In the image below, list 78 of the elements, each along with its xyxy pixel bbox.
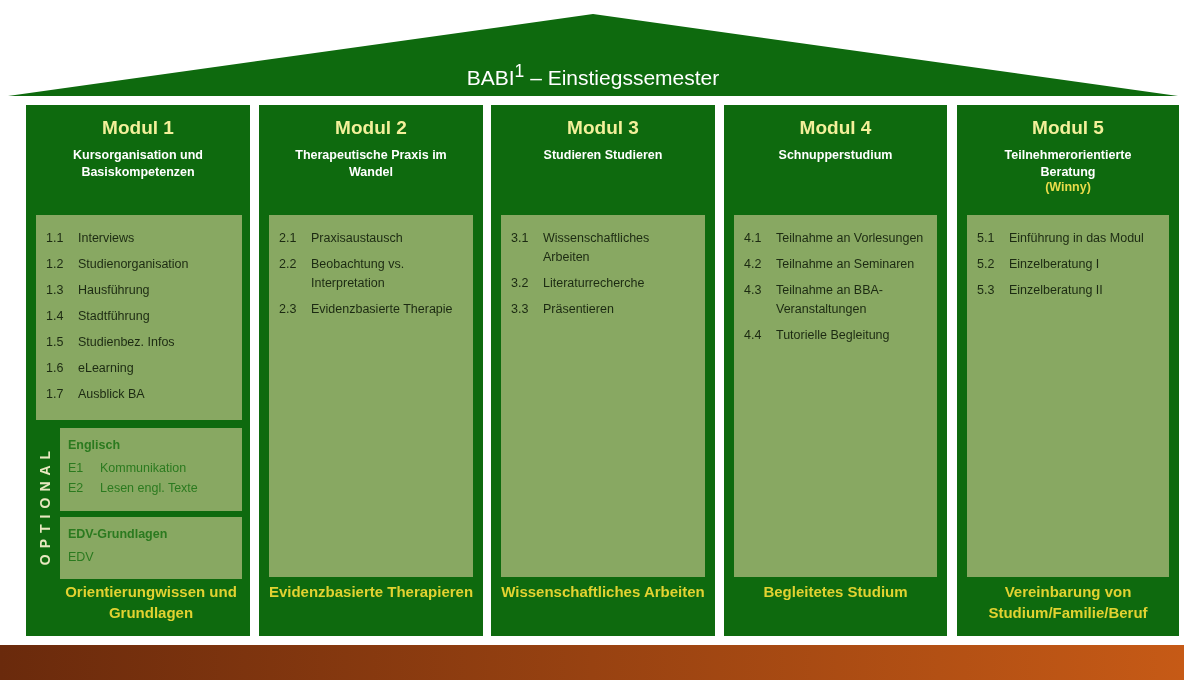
item-text: Evidenzbasierte Therapie	[311, 301, 453, 318]
module-title: Modul 5	[1031, 117, 1105, 139]
vertical-label: OPTIONAL	[37, 444, 53, 566]
item-number: 5.2	[977, 256, 996, 273]
optional-box	[60, 517, 242, 579]
item-number: E2	[68, 480, 85, 497]
item-number: 1.6	[46, 360, 65, 377]
topic-panel	[734, 215, 937, 577]
module-goal: Evidenzbasierte Therapieren	[267, 582, 475, 602]
item-text: Interviews	[78, 230, 135, 247]
module-goal: Begleitetes Studium	[762, 582, 909, 602]
topic-panel	[501, 215, 705, 577]
item-text: eLearning	[78, 360, 134, 377]
item-number: 1.1	[46, 230, 65, 247]
item-text: Teilnahme an Vorlesungen	[776, 230, 924, 247]
module-pillar	[957, 105, 1179, 636]
item-text: Teilnahme an Seminaren	[776, 256, 915, 273]
floor-band	[0, 645, 1184, 680]
item-number: 4.1	[744, 230, 763, 247]
module-goal: Wissenschaftliches Arbeiten	[500, 582, 706, 602]
item-number: 5.1	[977, 230, 996, 247]
optional-heading: Englisch	[68, 437, 122, 454]
item-text: Teilnahme an BBA-Veranstaltungen	[776, 282, 884, 318]
item-number: 1.7	[46, 386, 65, 403]
item-text: Tutorielle Begleitung	[776, 327, 890, 344]
item-number: 1.3	[46, 282, 65, 299]
item-text: Praxisaustausch	[311, 230, 403, 247]
module-subtitle: Studieren Studieren	[542, 147, 664, 164]
item-text: Einzelberatung I	[1009, 256, 1100, 273]
item-number: 5.3	[977, 282, 996, 299]
item-text: Präsentieren	[543, 301, 614, 318]
optional-box	[60, 428, 242, 511]
item-text: Kommunikation	[100, 460, 187, 477]
module-pillar	[26, 105, 250, 636]
item-number: 3.2	[511, 275, 530, 292]
item-number: 2.2	[279, 256, 298, 273]
module-pillar	[491, 105, 715, 636]
module-title: Modul 3	[566, 117, 640, 139]
topic-panel	[967, 215, 1169, 577]
item-text: Wissenschaftliches Arbeiten	[543, 230, 651, 266]
item-number: 1.4	[46, 308, 65, 325]
item-number: 2.3	[279, 301, 298, 318]
item-text: Studienorganisation	[78, 256, 189, 273]
optional-heading: EDV-Grundlagen	[68, 526, 169, 543]
module-pillar	[259, 105, 483, 636]
module-title: Modul 4	[798, 117, 873, 139]
item-text: Stadtführung	[78, 308, 150, 325]
item-text: Einzelberatung II	[1009, 282, 1103, 299]
module-subtitle: Schnupperstudium	[777, 147, 894, 164]
item-text: Ausblick BA	[78, 386, 145, 403]
item-number: E1	[68, 460, 85, 477]
item-text: Einführung in das Modul	[1009, 230, 1144, 247]
module-goal: Vereinbarung von Studium/Familie/Beruf	[987, 582, 1149, 623]
item-number: 1.5	[46, 334, 65, 351]
module-subtitle: Kursorganisation und Basiskompetenzen	[72, 147, 204, 181]
module-goal: Orientierungwissen und Grundlagen	[64, 582, 238, 623]
item-number: 4.4	[744, 327, 763, 344]
module-subtitle: Teilnehmerorientierte Beratung	[1003, 147, 1133, 181]
module-pillar	[724, 105, 947, 636]
module-title: Modul 1	[101, 117, 175, 139]
item-text: EDV	[68, 549, 94, 566]
module-subtitle: Therapeutische Praxis im Wandel	[294, 147, 448, 181]
topic-panel	[36, 215, 242, 420]
roof-title: BABI$^{1}$ – Einstiegssemester	[466, 66, 720, 89]
item-number: 4.2	[744, 256, 763, 273]
item-text: Lesen engl. Texte	[100, 480, 198, 497]
item-number: 2.1	[279, 230, 298, 247]
item-text: Studienbez. Infos	[78, 334, 175, 351]
item-number: 1.2	[46, 256, 65, 273]
item-text: Literaturrecherche	[543, 275, 645, 292]
item-text: Hausführung	[78, 282, 150, 299]
item-number: 3.3	[511, 301, 530, 318]
item-number: 4.3	[744, 282, 763, 299]
topic-panel	[269, 215, 473, 577]
item-text: Beobachtung vs. Interpretation	[311, 256, 406, 292]
module-note: (Winny)	[1044, 179, 1092, 196]
item-number: 3.1	[511, 230, 530, 247]
module-title: Modul 2	[334, 117, 408, 139]
